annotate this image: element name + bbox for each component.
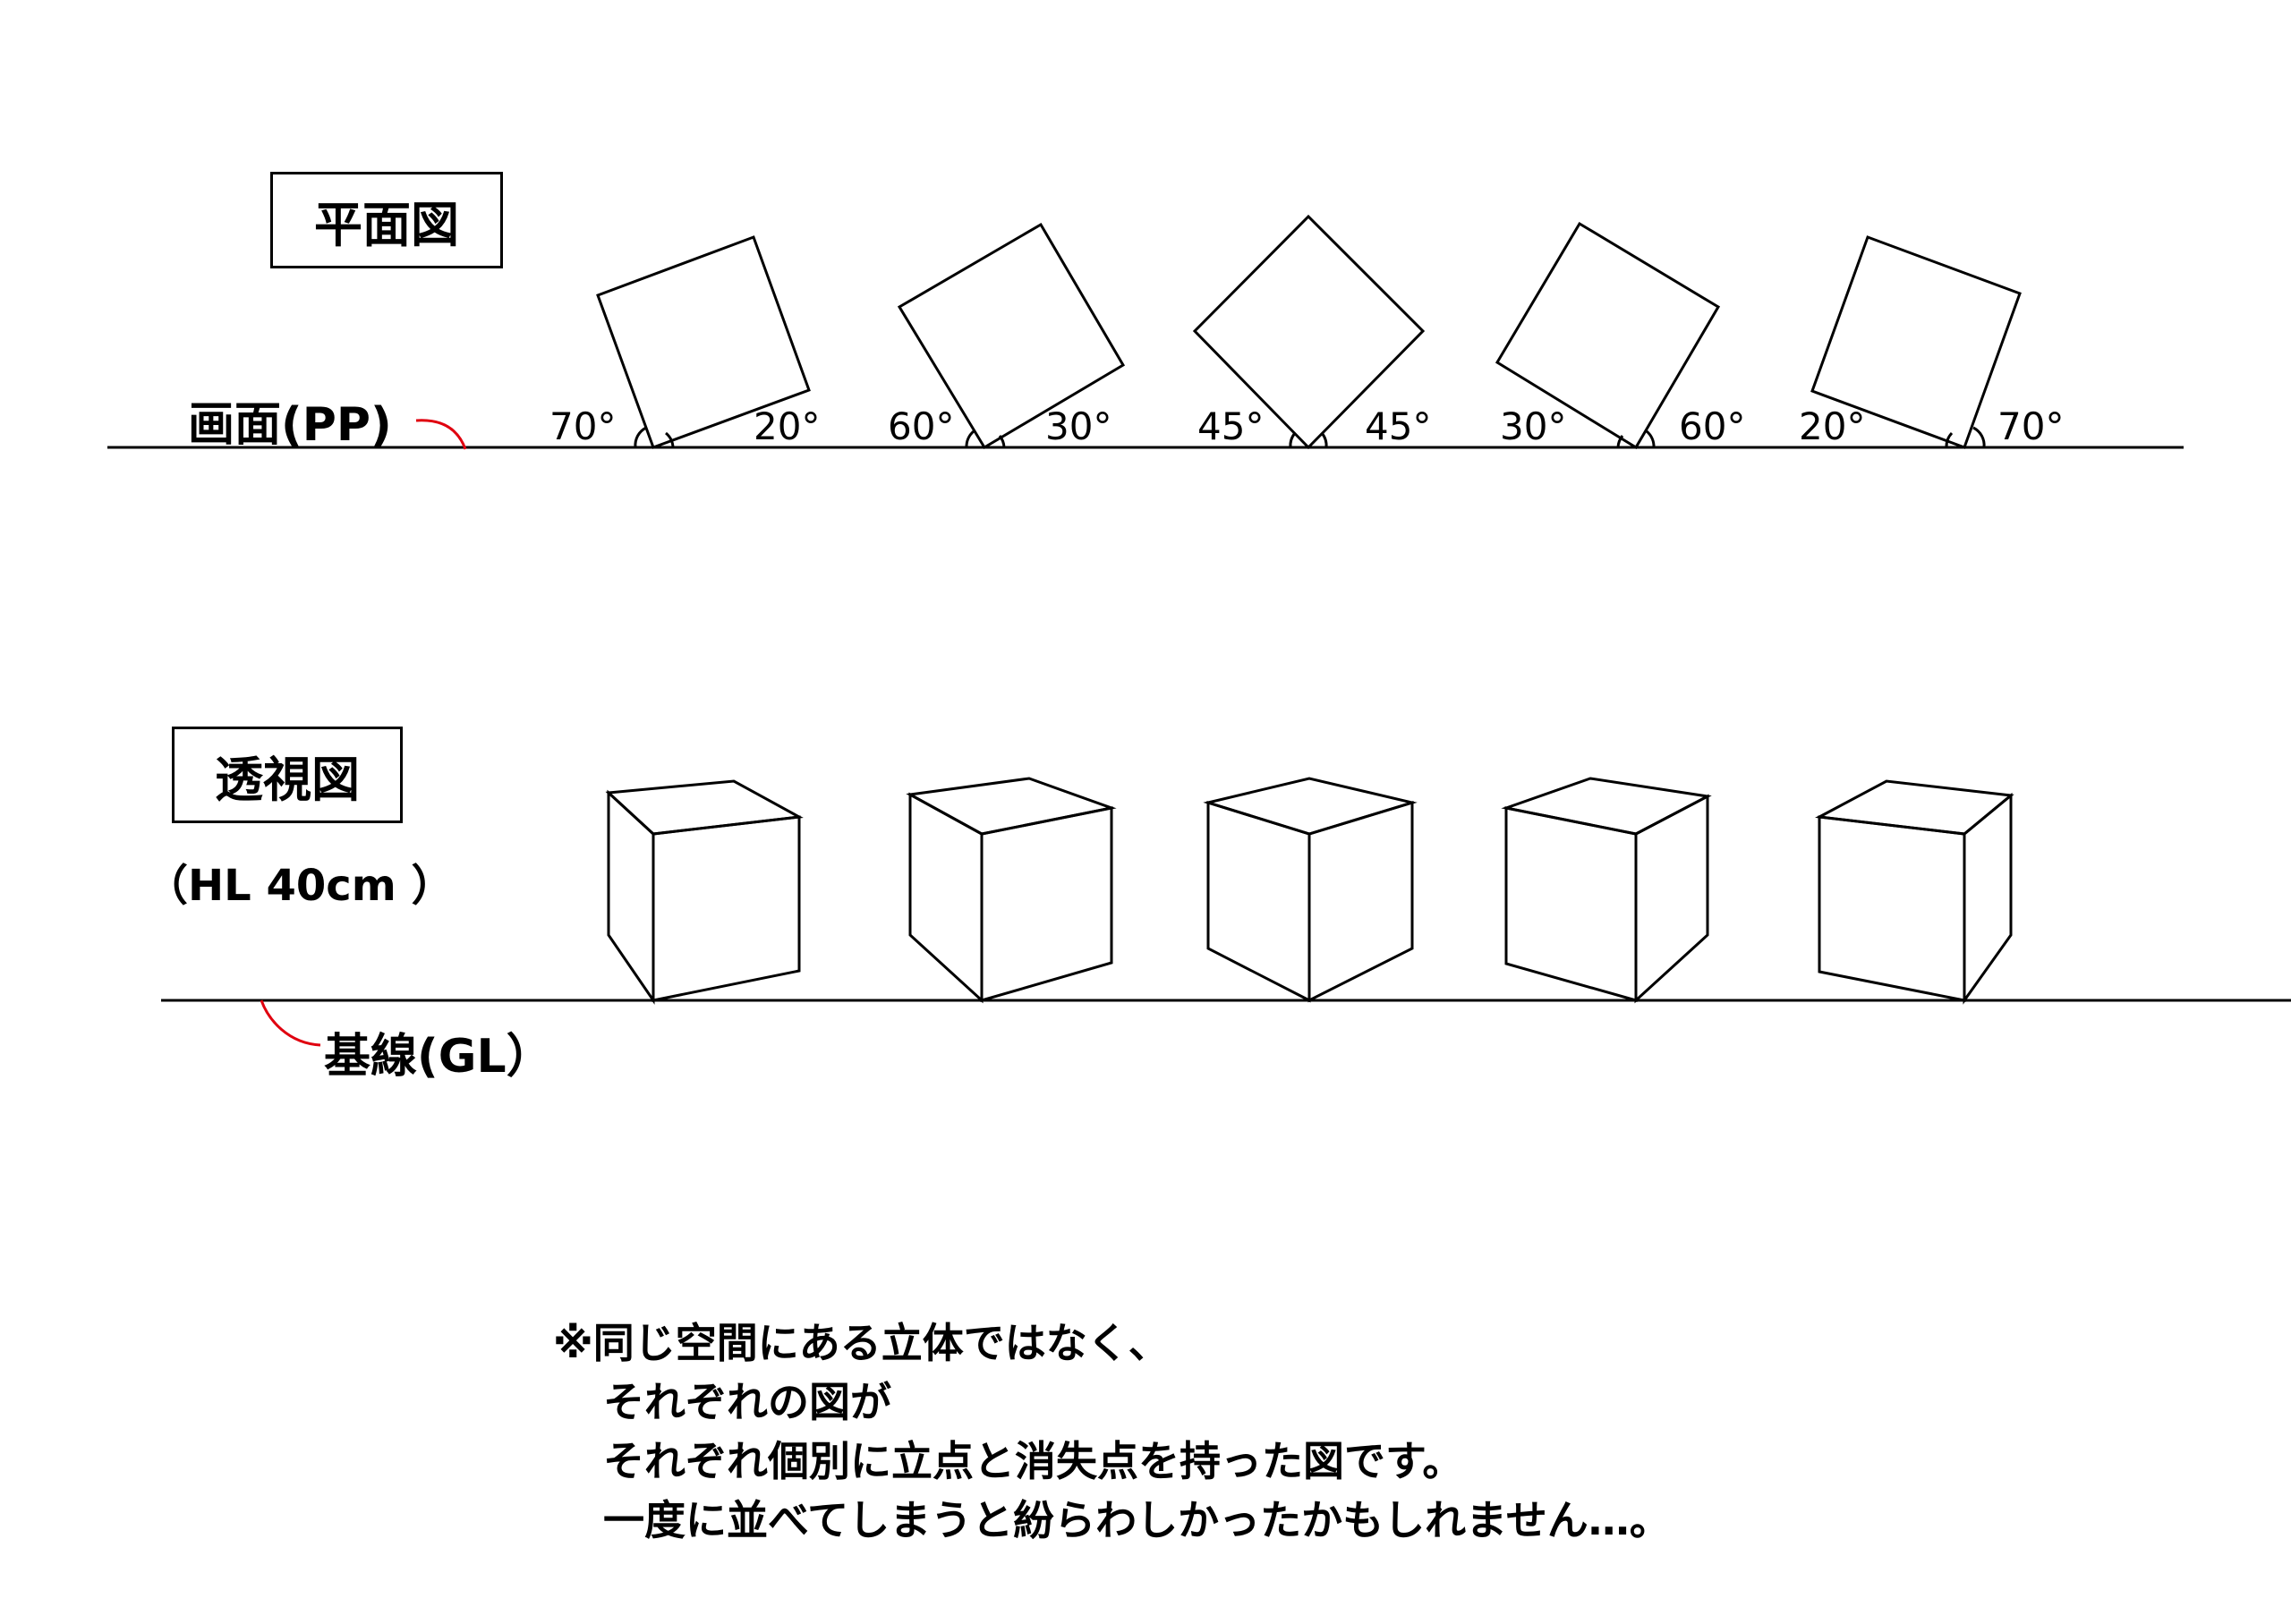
angle-label: 30° (1500, 404, 1567, 448)
angle-label: 20° (754, 404, 821, 448)
plan-square-5 (1810, 235, 2022, 449)
explanatory-note: ※同じ空間にある立体ではなく、 それぞれの図が それぞれ個別に立点と消失点を持っ… (553, 1314, 1671, 1550)
angle-label: 20° (1799, 404, 1866, 448)
angle-label: 70° (549, 404, 617, 448)
perspective-cube-3 (1203, 777, 1418, 1003)
picture-plane-label: 画面(PP) (188, 398, 392, 452)
perspective-cube-4 (1501, 777, 1712, 1004)
picture-plane-leader (415, 419, 467, 450)
angle-label: 45° (1365, 404, 1432, 448)
perspective-cube-2 (906, 777, 1117, 1004)
perspective-cube-1 (605, 779, 804, 1005)
perspective-cube-5 (1815, 779, 2014, 1005)
plan-square-3 (1192, 214, 1426, 450)
perspective-view-title: 透視図 (172, 727, 403, 823)
plan-square-4 (1495, 221, 1721, 450)
plan-square-1 (596, 235, 811, 449)
plan-square-2 (897, 222, 1126, 450)
angle-arcs (634, 426, 1986, 448)
angle-label: 60° (888, 404, 955, 448)
horizon-label: （HL 40cm ） (145, 861, 455, 911)
note-line-1: ※同じ空間にある立体ではなく、 (553, 1319, 1170, 1367)
ground-line-leader (260, 999, 321, 1047)
note-line-4: 一度に並べてしまうと紛らわしかったかもしれません…。 (603, 1496, 1671, 1544)
note-line-2: それぞれの図が (603, 1378, 891, 1426)
angle-label: 60° (1679, 404, 1746, 448)
angle-label: 70° (1997, 404, 2065, 448)
plan-view-title: 平面図 (270, 172, 503, 268)
angle-label: 45° (1197, 404, 1265, 448)
ground-line-label: 基線(GL） (324, 1030, 553, 1084)
angle-label: 30° (1045, 404, 1112, 448)
note-line-3: それぞれ個別に立点と消失点を持った図です。 (603, 1437, 1464, 1485)
